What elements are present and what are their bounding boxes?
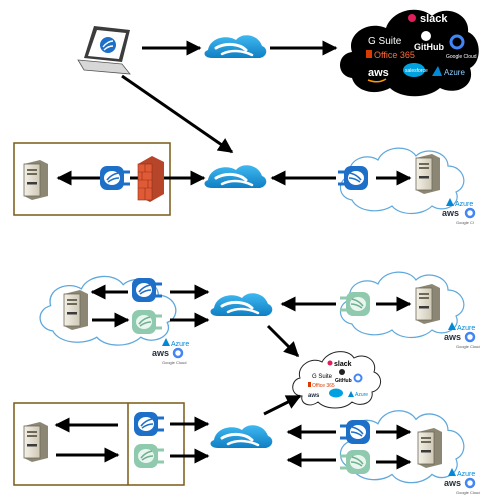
azure-label: Azure — [444, 68, 465, 77]
zscaler-cloud-icon — [203, 33, 268, 60]
zscaler-cloud-icon — [203, 163, 268, 190]
cloud-provider-badges: Azure aws Google Cl — [442, 198, 476, 225]
azure-label: Azure — [355, 392, 368, 398]
gsuite-label: G Suite — [312, 374, 333, 380]
server-icon — [415, 283, 441, 325]
salesforce-label: salesforce — [405, 68, 428, 74]
server-icon — [417, 427, 443, 469]
aws-label: aws — [444, 332, 461, 342]
aws-label: aws — [368, 67, 389, 79]
laptop-icon — [77, 26, 131, 75]
azure-label: Azure — [455, 201, 473, 208]
flow-arrow — [266, 324, 300, 358]
server-icon — [23, 159, 49, 201]
cloud-provider-badges: Azure aws Google Cloud — [444, 322, 480, 349]
zscaler-cloud-icon — [209, 423, 274, 450]
cloud-provider-badges: Azure aws Google Cloud — [152, 338, 189, 365]
server-icon — [415, 153, 441, 195]
connector-icon — [338, 418, 372, 446]
gsuite-label: G Suite — [368, 36, 402, 47]
github-label: GitHub — [414, 42, 444, 52]
firewall-icon — [137, 156, 164, 202]
saas-cloud-icon: slack G Suite GitHub Google Cloud Office… — [340, 9, 479, 97]
slack-label: slack — [420, 13, 448, 25]
github-label: GitHub — [335, 378, 352, 384]
azure-label: Azure — [457, 471, 475, 478]
google-cloud-label: Google Cloud — [456, 490, 480, 495]
cloud-provider-badges: Azure aws Google Cloud — [444, 468, 480, 495]
flow-arrow — [263, 394, 302, 416]
aws-label: aws — [444, 478, 461, 488]
google-cloud-label: Google Cl — [456, 220, 474, 225]
server-icon — [63, 289, 89, 331]
zscaler-cloud-icon — [209, 291, 274, 318]
azure-label: Azure — [457, 325, 475, 332]
saas-cloud-icon: slack G Suite GitHub Office 365 aws Azur… — [292, 351, 381, 409]
google-cloud-label: Google Cloud — [162, 360, 186, 365]
office365-label: Office 365 — [374, 50, 415, 60]
office365-label: Office 365 — [312, 383, 335, 389]
flow-arrow — [121, 74, 234, 154]
slack-label: slack — [334, 361, 352, 368]
google-cloud-label: Google Cloud — [456, 344, 480, 349]
aws-label: aws — [442, 208, 459, 218]
aws-label: aws — [152, 348, 169, 358]
aws-label: aws — [308, 393, 320, 399]
azure-label: Azure — [171, 341, 189, 348]
google-cloud-label: Google Cloud — [446, 54, 477, 60]
server-icon — [23, 421, 49, 463]
